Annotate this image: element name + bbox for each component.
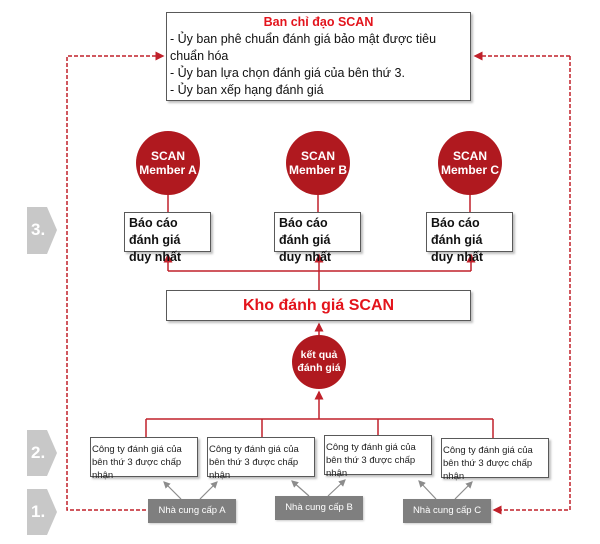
step-3-label: 3. xyxy=(31,220,46,239)
supplier-c-arrow-1 xyxy=(418,480,437,500)
supplier-a-arrow-2 xyxy=(199,481,218,500)
supplier-b-arrow-2 xyxy=(327,479,346,497)
scan-repository-box: Kho đánh giá SCAN xyxy=(166,290,471,321)
member-line2: Member B xyxy=(288,163,347,177)
steering-committee-box: Ban chỉ đạo SCAN - Ủy ban phê chuẩn đánh… xyxy=(166,12,471,101)
supplier-b-arrow-1 xyxy=(291,480,310,497)
steering-committee-line: - Ủy ban xếp hạng đánh giá xyxy=(170,83,324,97)
dashed-loop-right xyxy=(492,56,571,515)
report-box-a: Báo cáo đánh giá duy nhất xyxy=(124,212,211,264)
supplier-a-arrow-1 xyxy=(163,481,182,500)
report-box-b: Báo cáo đánh giá duy nhất xyxy=(274,212,361,264)
member-line1: SCAN xyxy=(300,149,335,163)
results-circle: kết quả đánh giá xyxy=(292,335,346,389)
scan-member-b-circle: SCAN Member B xyxy=(286,131,350,195)
auditor-box: Công ty đánh giá của bên thứ 3 được chấp… xyxy=(324,435,432,479)
steering-committee-line: - Ủy ban lựa chọn đánh giá của bên thứ 3… xyxy=(170,66,405,80)
report-box-c: Báo cáo đánh giá duy nhất xyxy=(426,212,513,264)
auditor-box: Công ty đánh giá của bên thứ 3 được chấp… xyxy=(441,438,549,482)
supplier-b-box: Nhà cung cấp B xyxy=(275,496,363,520)
member-line1: SCAN xyxy=(452,149,487,163)
scan-member-a-circle: SCAN Member A xyxy=(136,131,200,195)
results-line2: đánh giá xyxy=(297,362,341,374)
member-line2: Member A xyxy=(139,163,197,177)
step-1-chevron xyxy=(27,489,57,535)
step-1-label: 1. xyxy=(31,502,46,521)
step-2-chevron xyxy=(27,430,57,476)
member-line1: SCAN xyxy=(150,149,185,163)
results-line1: kết quả xyxy=(300,349,338,361)
scan-member-c-circle: SCAN Member C xyxy=(438,131,502,195)
steering-committee-line: - Ủy ban phê chuẩn đánh giá bảo mật được… xyxy=(170,32,437,63)
step-2-label: 2. xyxy=(31,443,46,462)
supplier-a-box: Nhà cung cấp A xyxy=(148,499,236,523)
dashed-loop-left xyxy=(66,51,165,511)
step-3-chevron xyxy=(27,207,57,254)
auditor-box: Công ty đánh giá của bên thứ 3 được chấp… xyxy=(207,437,315,481)
supplier-c-box: Nhà cung cấp C xyxy=(403,499,491,523)
auditor-box: Công ty đánh giá của bên thứ 3 được chấp… xyxy=(90,437,198,481)
steering-committee-title: Ban chỉ đạo SCAN xyxy=(263,15,374,29)
supplier-c-arrow-2 xyxy=(454,481,473,500)
member-line2: Member C xyxy=(440,163,499,177)
